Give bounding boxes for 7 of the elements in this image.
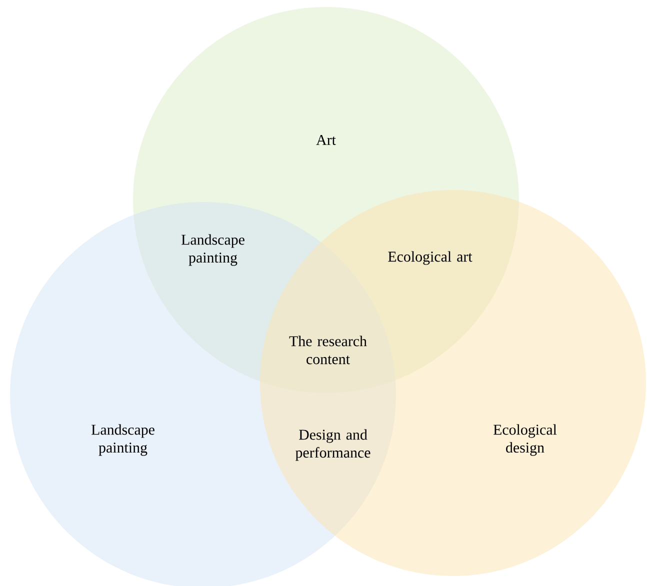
circle-label: Ecological design	[494, 424, 557, 456]
region-label: Landscape painting	[182, 234, 244, 266]
region-label: The research content	[289, 336, 367, 364]
circle-label: Landscape painting	[92, 424, 154, 456]
region-label: Ecological art	[388, 251, 472, 265]
circle-label: Art	[316, 135, 336, 145]
region-label: Design and performance	[296, 429, 370, 461]
